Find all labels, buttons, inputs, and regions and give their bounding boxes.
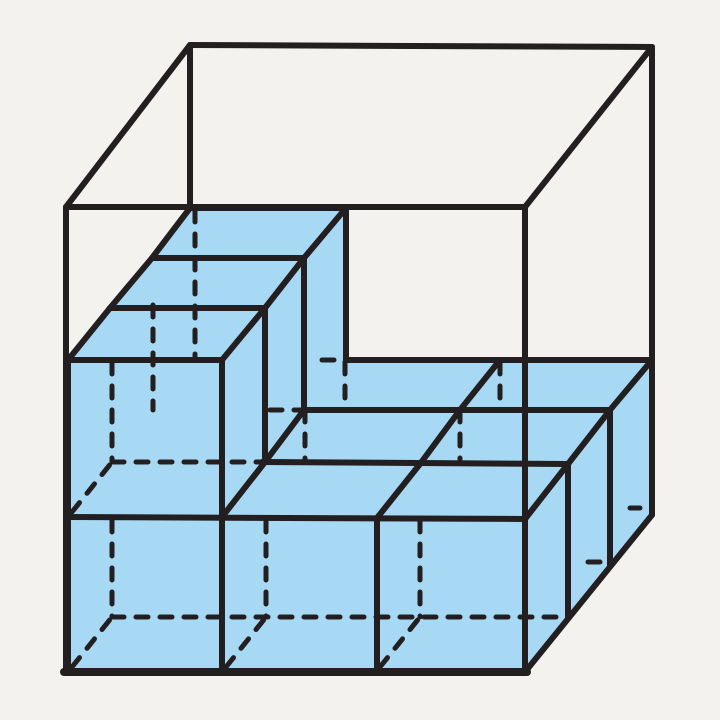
top-grid-depth-3c	[607, 357, 655, 413]
top-grid-depth-1	[219, 459, 268, 520]
top-grid-depth-3	[522, 461, 571, 522]
box-top-right-depth	[522, 44, 655, 210]
box-bottom-right-depth	[522, 512, 655, 675]
column-top-right-2	[262, 255, 307, 311]
top-grid-depth-2c	[457, 357, 503, 413]
column-top-right-3	[301, 205, 349, 261]
column-top-right-depth	[219, 305, 268, 363]
hidden-floor-left-depth	[69, 614, 115, 670]
hidden-col-depth	[69, 459, 115, 515]
bottom-layer-front-face	[68, 517, 525, 672]
column-top-left-3	[149, 205, 193, 261]
column-top-left-2	[107, 255, 155, 311]
top-grid-front-row	[259, 459, 571, 467]
top-grid-depth-1b	[262, 407, 307, 465]
top-grid-depth-2	[374, 461, 423, 521]
bottom-layer-right-face	[525, 360, 652, 672]
box-top-left-depth	[63, 42, 193, 210]
column-right-face	[222, 208, 346, 517]
column-top-face	[68, 208, 346, 360]
hidden-floor-mid1-depth	[223, 614, 269, 670]
top-grid-depth-3b	[565, 407, 613, 467]
column-front-face	[68, 360, 222, 517]
bottom-front-mid-horizontal	[65, 514, 528, 522]
visible-cube-edges	[65, 205, 655, 675]
box-back-top-edge	[187, 42, 655, 50]
hidden-floor-mid2-depth	[377, 614, 423, 670]
top-grid-depth-2b	[417, 407, 463, 467]
column-top-left-1	[65, 305, 113, 363]
